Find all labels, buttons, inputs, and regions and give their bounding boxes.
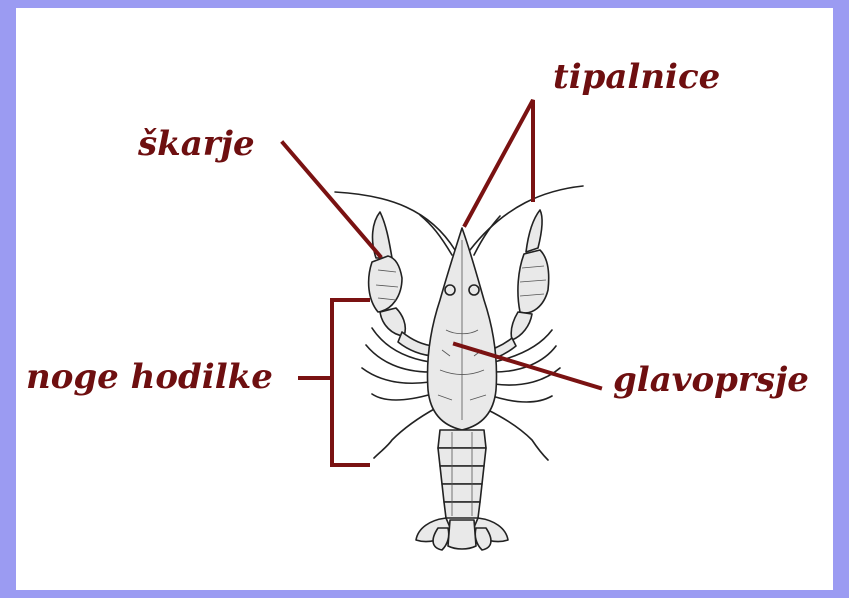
left-claw xyxy=(369,212,436,356)
left-antenna xyxy=(335,192,455,250)
abdomen xyxy=(438,430,486,518)
label-cephalothorax: glavoprsje xyxy=(613,360,809,400)
antennae-leader xyxy=(465,100,533,225)
label-claws: škarje xyxy=(137,124,255,164)
walking-legs-bracket xyxy=(332,300,368,465)
crayfish-illustration xyxy=(335,186,583,550)
label-antennae: tipalnice xyxy=(553,57,720,97)
label-walking-legs: noge hodilke xyxy=(26,357,273,397)
tail-fan xyxy=(416,518,508,550)
claws-leader xyxy=(283,143,380,256)
right-antenna xyxy=(470,186,583,250)
